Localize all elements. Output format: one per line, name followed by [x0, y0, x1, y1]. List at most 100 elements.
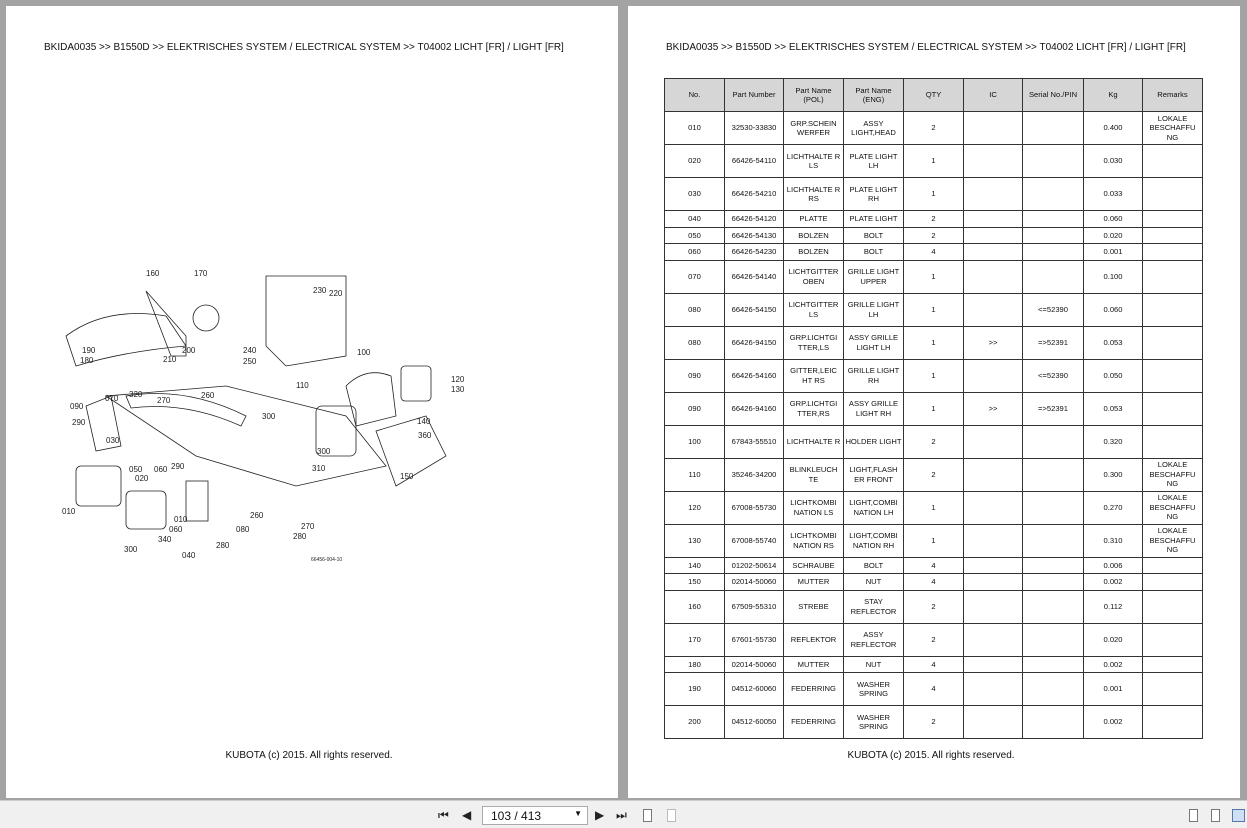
table-cell: GITTER,LEIC HT RS	[783, 358, 844, 393]
table-cell: =>52391	[1022, 325, 1084, 360]
table-cell: 0.050	[1083, 358, 1143, 393]
fit-page-icon[interactable]	[643, 809, 652, 822]
column-header: No.	[664, 78, 725, 112]
table-cell: STREBE	[783, 589, 844, 624]
table-cell: 1	[903, 292, 964, 327]
table-cell: 0.300	[1083, 457, 1143, 492]
table-cell: 66426-54160	[724, 358, 784, 393]
table-cell: 190	[664, 672, 725, 706]
last-page-icon[interactable]: ⏭	[616, 808, 627, 822]
table-cell: 1	[903, 490, 964, 525]
table-cell	[1022, 705, 1084, 739]
table-cell: STAY REFLECTOR	[843, 589, 904, 624]
table-cell: 1	[903, 259, 964, 294]
table-cell	[1022, 622, 1084, 657]
table-cell	[1022, 490, 1084, 525]
table-cell: LOKALE BESCHAFFU NG	[1142, 490, 1203, 525]
table-cell	[963, 259, 1023, 294]
callout-label: 310	[312, 464, 326, 473]
continuous-view-icon[interactable]	[1211, 809, 1220, 822]
table-cell: BOLT	[843, 243, 904, 261]
table-cell	[1022, 210, 1084, 228]
callout-label: 250	[243, 357, 257, 366]
table-cell: 200	[664, 705, 725, 739]
table-cell: 140	[664, 556, 725, 574]
table-cell: PLATTE	[783, 210, 844, 228]
table-cell	[1142, 259, 1203, 294]
fit-width-icon[interactable]	[667, 809, 676, 822]
callout-label: 160	[146, 269, 160, 278]
table-cell: 090	[664, 358, 725, 393]
table-cell	[1142, 210, 1203, 228]
callout-label: 080	[236, 525, 250, 534]
table-cell: 67601-55730	[724, 622, 784, 657]
callout-label: 040	[182, 551, 196, 560]
two-page-view-icon[interactable]	[1232, 809, 1245, 822]
table-cell	[1022, 589, 1084, 624]
callout-label: 280	[216, 541, 230, 550]
next-page-icon[interactable]: ▶	[595, 808, 605, 822]
table-cell	[963, 226, 1023, 244]
callout-label: 140	[417, 417, 431, 426]
first-page-icon[interactable]: ⏮	[438, 808, 449, 822]
table-cell	[1142, 573, 1203, 591]
table-cell: GRP.SCHEIN WERFER	[783, 111, 844, 145]
table-cell: 060	[664, 243, 725, 261]
table-cell: 4	[903, 672, 964, 706]
table-cell	[1142, 325, 1203, 360]
callout-label: 340	[158, 535, 172, 544]
table-cell: HOLDER LIGHT	[843, 424, 904, 459]
table-cell: 030	[664, 177, 725, 211]
table-cell: PLATE LIGHT RH	[843, 177, 904, 211]
table-cell	[963, 292, 1023, 327]
table-cell: 0.030	[1083, 144, 1143, 178]
right-page: BKIDA0035 >> B1550D >> ELEKTRISCHES SYST…	[628, 6, 1240, 798]
table-cell: 0.270	[1083, 490, 1143, 525]
page-select[interactable]: 103 / 413▼	[482, 806, 588, 825]
callout-label: 260	[201, 391, 215, 400]
table-cell	[963, 655, 1023, 673]
table-cell: ASSY LIGHT,HEAD	[843, 111, 904, 145]
table-cell	[963, 358, 1023, 393]
table-cell: LIGHT,FLASH ER FRONT	[843, 457, 904, 492]
diagram-code: 66456-004-10	[311, 557, 342, 563]
single-page-view-icon[interactable]	[1189, 809, 1198, 822]
callout-label: 020	[135, 474, 149, 483]
table-cell	[1022, 672, 1084, 706]
prev-page-icon[interactable]: ◀	[462, 808, 472, 822]
callout-label: 300	[317, 447, 331, 456]
callout-label: 100	[357, 348, 371, 357]
table-cell: LICHTHALTE R RS	[783, 177, 844, 211]
callout-label: 290	[171, 462, 185, 471]
table-cell: 0.320	[1083, 424, 1143, 459]
table-cell: WASHER SPRING	[843, 672, 904, 706]
table-cell: 66426-54130	[724, 226, 784, 244]
table-cell: GRP.LICHTGI TTER,LS	[783, 325, 844, 360]
column-header: QTY	[903, 78, 964, 112]
table-cell	[1142, 243, 1203, 261]
table-cell: <=52390	[1022, 292, 1084, 327]
table-cell	[1022, 655, 1084, 673]
table-cell: 4	[903, 556, 964, 574]
table-cell: 130	[664, 523, 725, 558]
breadcrumb: BKIDA0035 >> B1550D >> ELEKTRISCHES SYST…	[44, 42, 564, 53]
table-cell: 0.002	[1083, 655, 1143, 673]
table-cell	[1022, 144, 1084, 178]
table-cell: ASSY REFLECTOR	[843, 622, 904, 657]
table-cell: ASSY GRILLE LIGHT RH	[843, 391, 904, 426]
table-cell	[963, 111, 1023, 145]
left-page: BKIDA0035 >> B1550D >> ELEKTRISCHES SYST…	[6, 6, 618, 798]
table-cell: 0.006	[1083, 556, 1143, 574]
table-cell: 2	[903, 622, 964, 657]
callout-label: 050	[129, 465, 143, 474]
table-cell	[963, 424, 1023, 459]
callout-label: 060	[154, 465, 168, 474]
table-cell	[1022, 556, 1084, 574]
